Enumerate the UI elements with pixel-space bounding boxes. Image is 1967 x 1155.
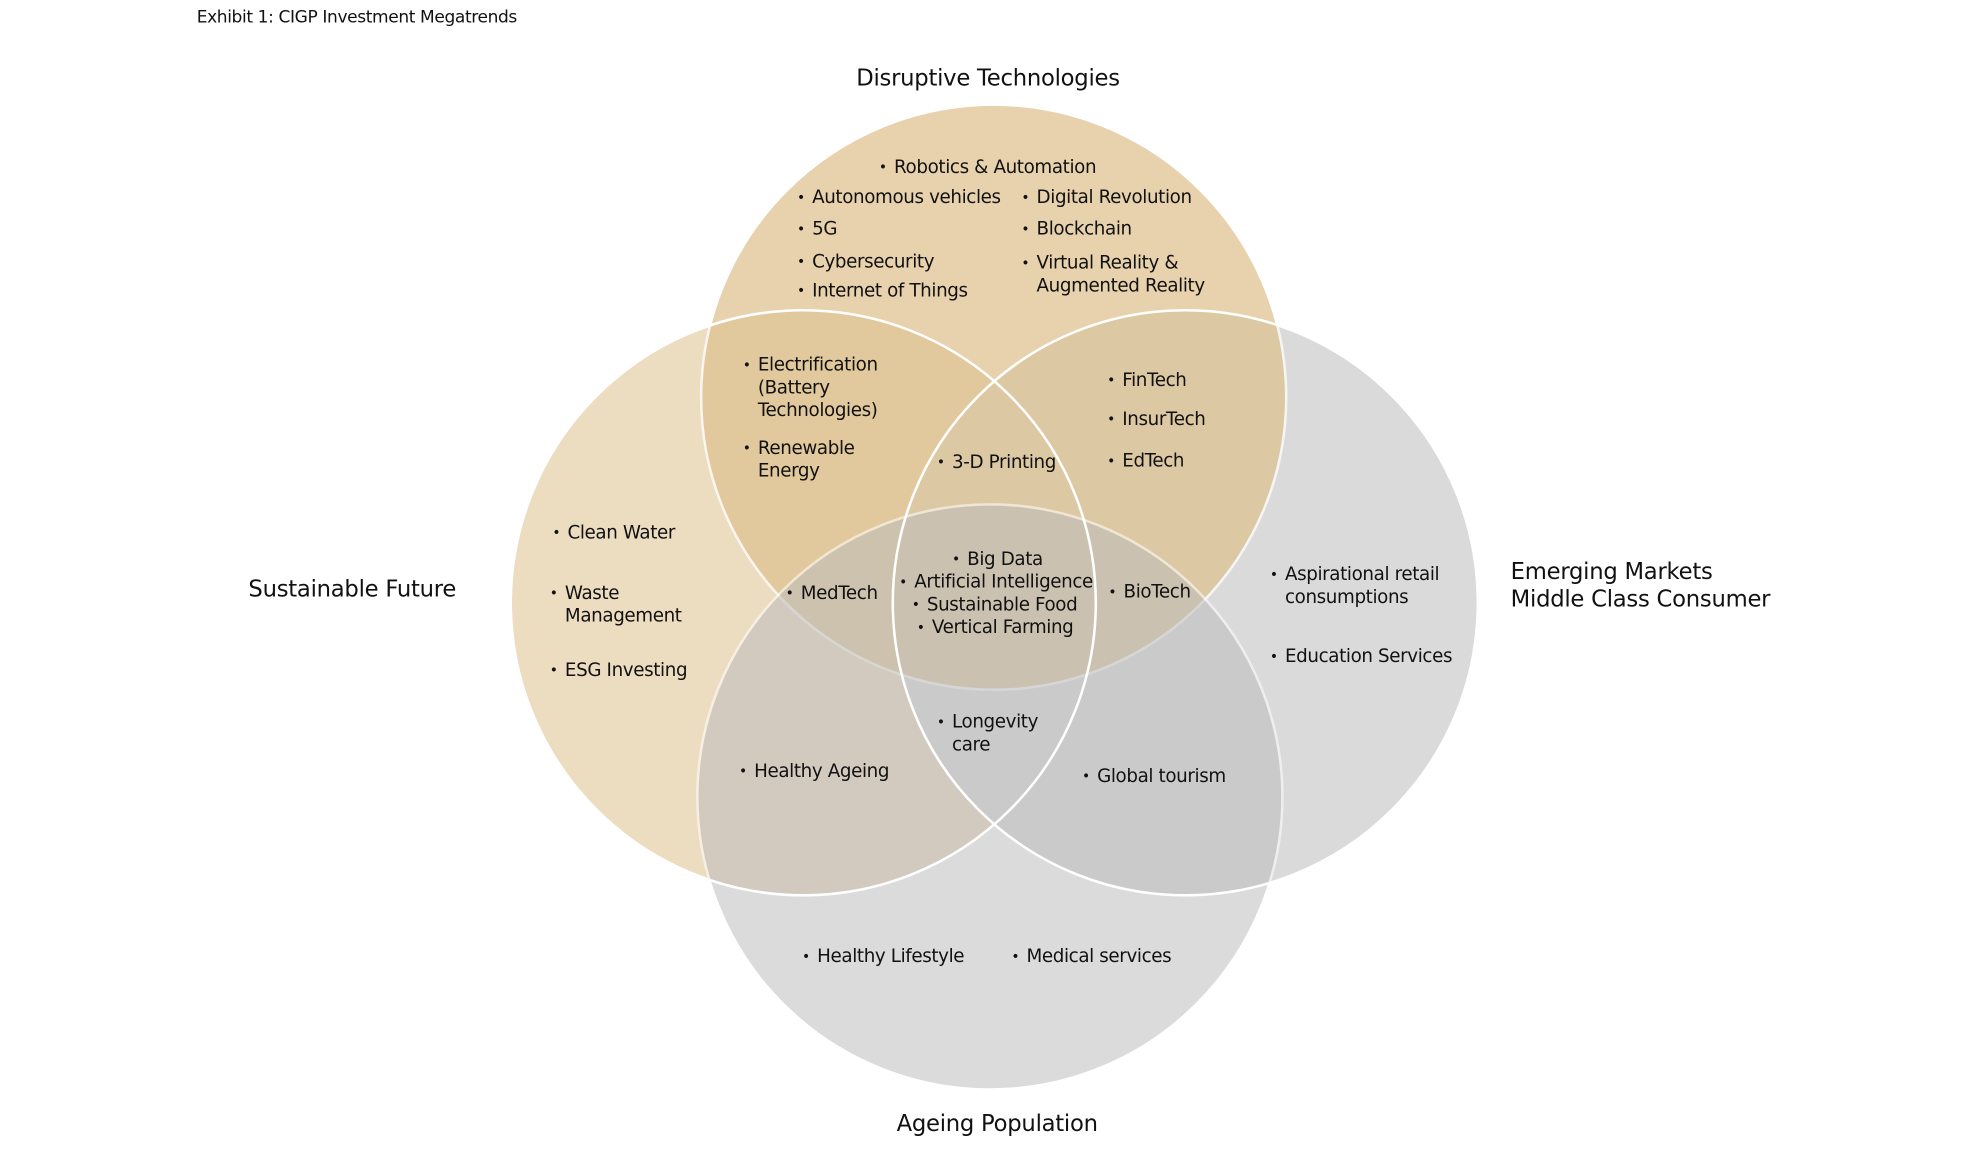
list-item: Clean Water: [552, 522, 675, 545]
exhibit-title: Exhibit 1: CIGP Investment Megatrends: [196, 7, 518, 28]
set-label-emerging: Emerging Markets Middle Class Consumer: [1510, 558, 1771, 613]
list-item: EdTech: [1107, 450, 1184, 473]
set-label-disruptive: Disruptive Technologies: [856, 65, 1120, 93]
list-item: Internet of Things: [797, 280, 968, 303]
list-item: Longevity care: [937, 711, 1038, 756]
list-item: ESG Investing: [550, 660, 688, 683]
list-item: Renewable Energy: [743, 438, 855, 483]
list-item: Vertical Farming: [917, 617, 1074, 640]
list-item: BioTech: [1108, 581, 1191, 604]
list-item: Sustainable Food: [912, 594, 1078, 617]
list-item: Global tourism: [1082, 765, 1226, 788]
list-item: Education Services: [1270, 646, 1453, 669]
list-item: 5G: [797, 218, 838, 241]
circle-sustainable-outline: [509, 308, 1098, 897]
list-item: Artificial Intelligence: [899, 571, 1093, 594]
set-label-sustainable: Sustainable Future: [248, 576, 457, 603]
list-item: Healthy Lifestyle: [802, 946, 965, 969]
list-item: Healthy Ageing: [739, 760, 890, 783]
list-item: 3-D Printing: [937, 451, 1056, 474]
list-item: Waste Management: [550, 583, 682, 628]
list-item: InsurTech: [1107, 409, 1206, 432]
list-item: FinTech: [1107, 369, 1187, 392]
list-item: Digital Revolution: [1021, 187, 1192, 210]
list-item: Cybersecurity: [797, 251, 935, 274]
list-item: Medical services: [1011, 946, 1171, 969]
list-item: Big Data: [952, 549, 1043, 572]
list-item: MedTech: [786, 583, 878, 606]
list-item: Autonomous vehicles: [797, 187, 1001, 210]
circle-emerging-outline: [891, 308, 1480, 897]
list-item: Virtual Reality & Augmented Reality: [1021, 252, 1205, 297]
list-item: Electrification (Battery Technologies): [743, 354, 878, 422]
list-item: Robotics & Automation: [879, 156, 1097, 179]
circle-ageing-population: [696, 503, 1284, 1091]
list-item: Aspirational retail consumptions: [1270, 564, 1440, 609]
set-label-ageing: Ageing Population: [896, 1110, 1098, 1138]
list-item: Blockchain: [1021, 218, 1132, 241]
